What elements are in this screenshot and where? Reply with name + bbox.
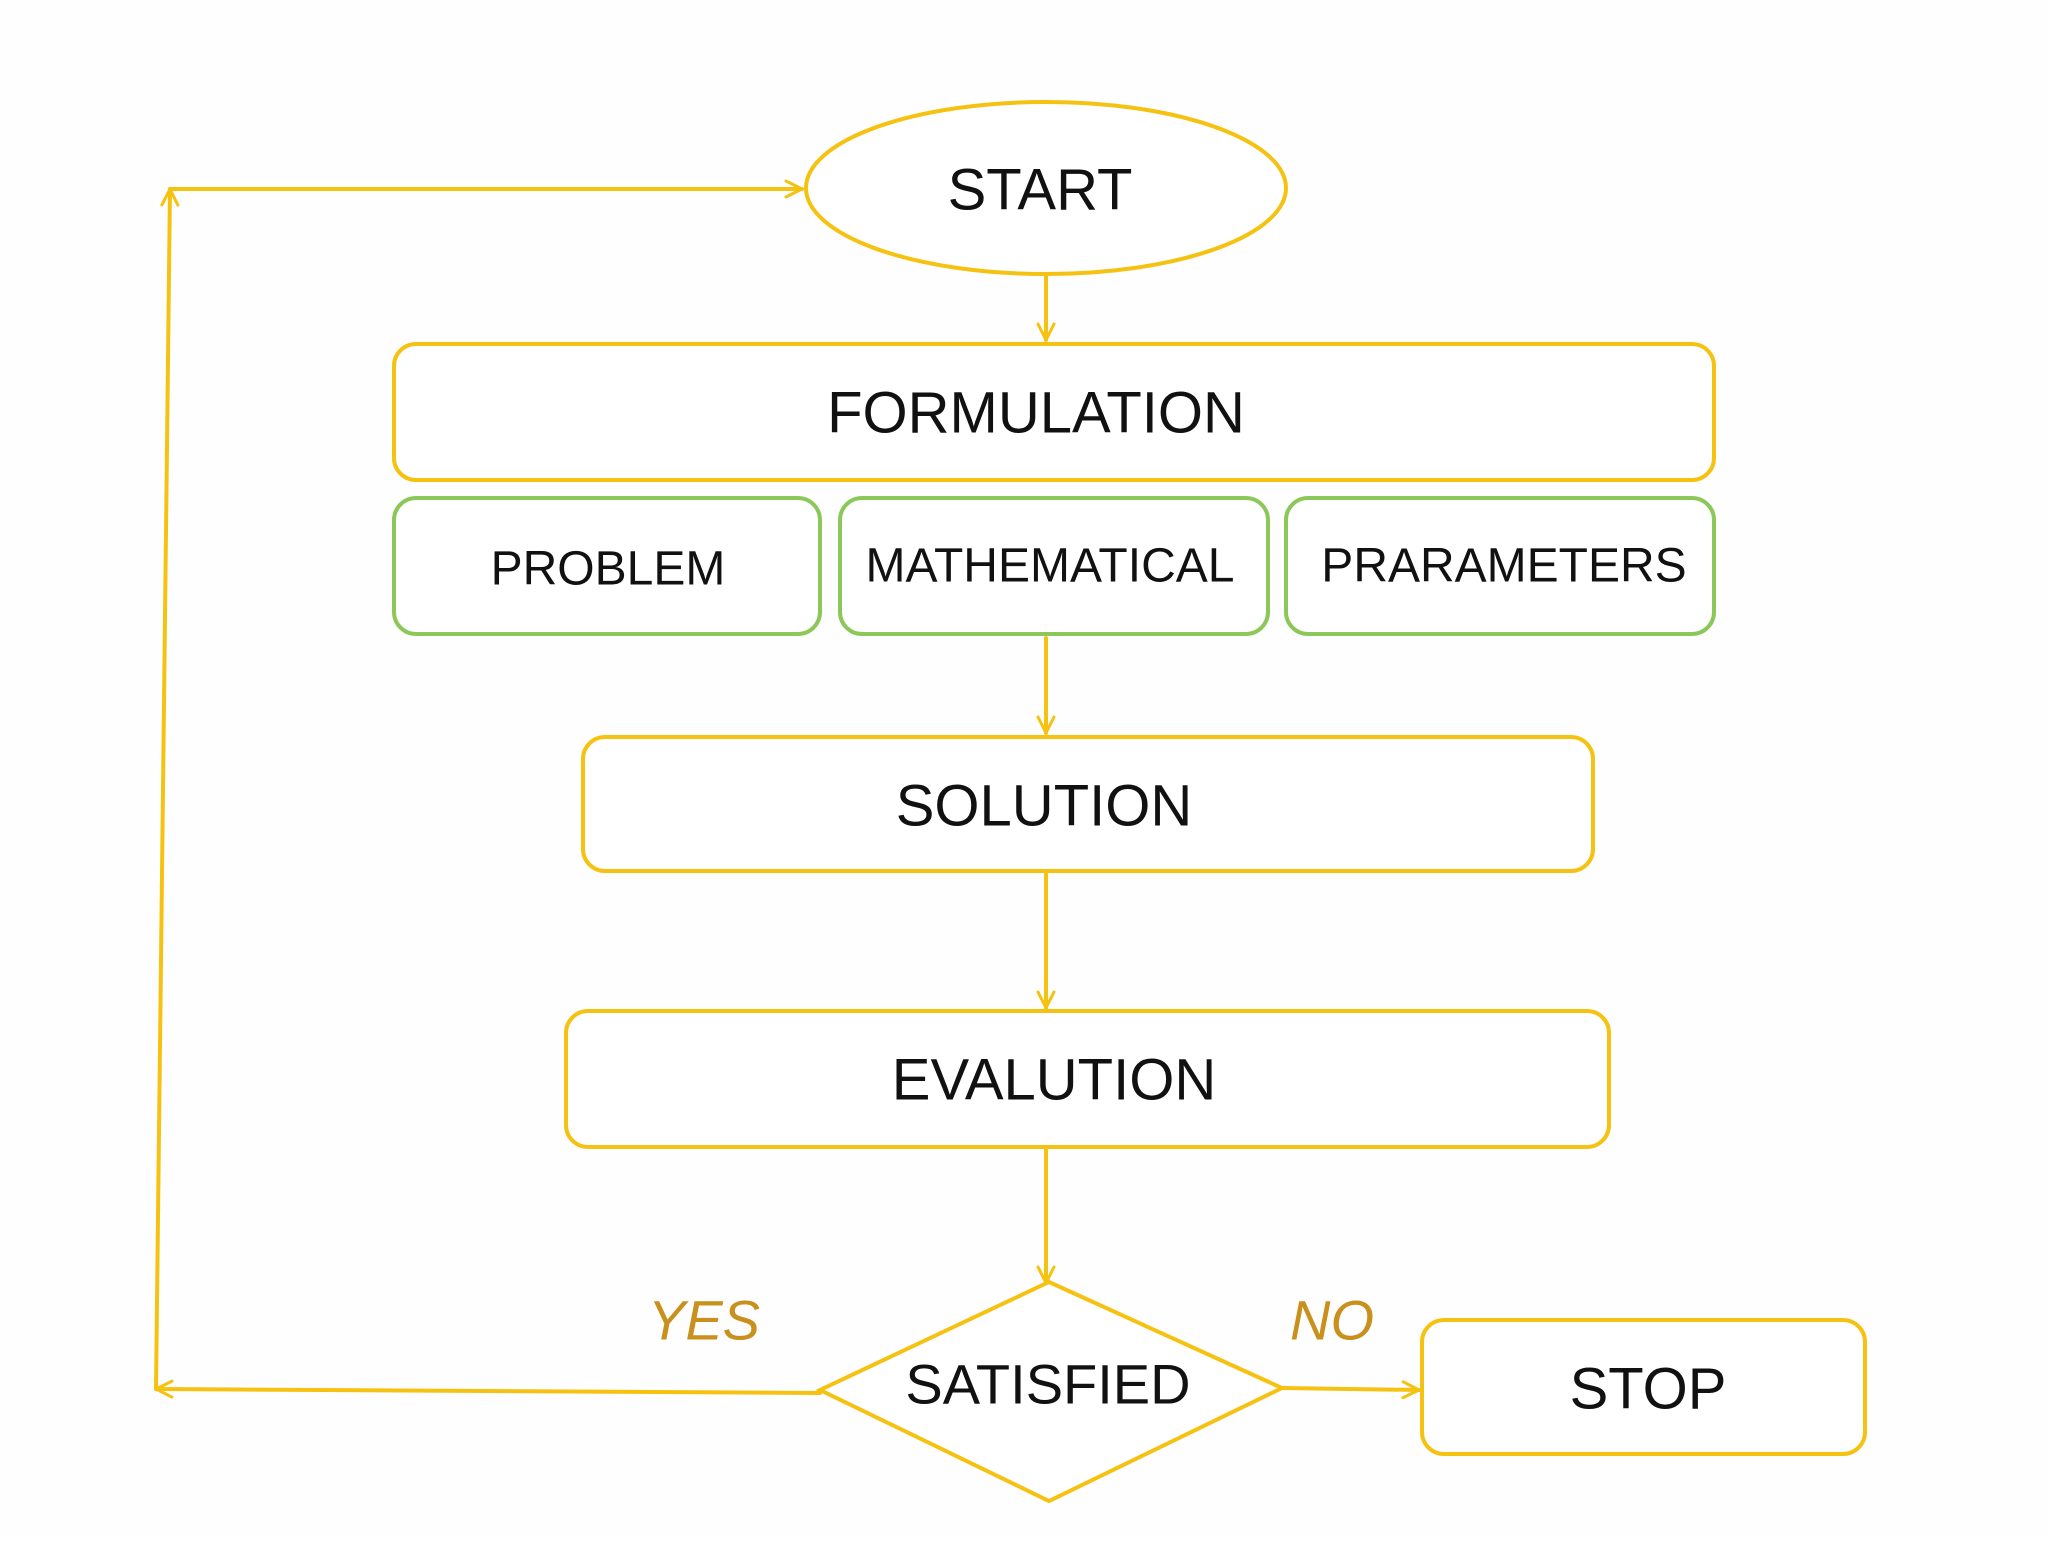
parameters-box bbox=[1284, 496, 1716, 636]
no-branch-label: NO bbox=[1290, 1289, 1374, 1352]
stop-label: STOP bbox=[1570, 1357, 1727, 1422]
problem-box bbox=[392, 496, 822, 636]
start-label: START bbox=[948, 158, 1133, 223]
mathematical-box bbox=[838, 496, 1270, 636]
start-node: START bbox=[804, 100, 1288, 276]
evaluation-node: EVALUTION bbox=[564, 1009, 1611, 1149]
problem-label: PROBLEM bbox=[491, 543, 726, 596]
problem-node: PROBLEM bbox=[392, 496, 822, 636]
mathematical-node: MATHEMATICAL bbox=[838, 496, 1270, 636]
evaluation-box bbox=[564, 1009, 1611, 1149]
arrow-yes-back-up bbox=[154, 187, 180, 1391]
arrow-decision-to-stop bbox=[1281, 1380, 1421, 1400]
yes-branch-label: YES bbox=[648, 1289, 760, 1352]
solution-label: SOLUTION bbox=[896, 774, 1193, 839]
solution-box bbox=[581, 735, 1595, 873]
stop-box bbox=[1420, 1318, 1867, 1456]
mathematical-label: MATHEMATICAL bbox=[866, 540, 1235, 593]
start-ellipse bbox=[804, 100, 1288, 276]
decision-diamond bbox=[815, 1279, 1287, 1504]
parameters-label: PRARAMETERS bbox=[1321, 540, 1686, 593]
connectors bbox=[154, 179, 1421, 1400]
formulation-box bbox=[392, 342, 1716, 482]
arrow-yes-back-left bbox=[154, 1379, 822, 1399]
stop-node: STOP bbox=[1420, 1318, 1867, 1456]
evaluation-label: EVALUTION bbox=[892, 1048, 1216, 1113]
formulation-label: FORMULATION bbox=[827, 381, 1245, 446]
decision-node: SATISFIED bbox=[815, 1279, 1287, 1504]
solution-node: SOLUTION bbox=[581, 735, 1595, 873]
decision-label: SATISFIED bbox=[905, 1353, 1190, 1416]
formulation-node: FORMULATION bbox=[392, 342, 1716, 482]
parameters-node: PRARAMETERS bbox=[1284, 496, 1716, 636]
